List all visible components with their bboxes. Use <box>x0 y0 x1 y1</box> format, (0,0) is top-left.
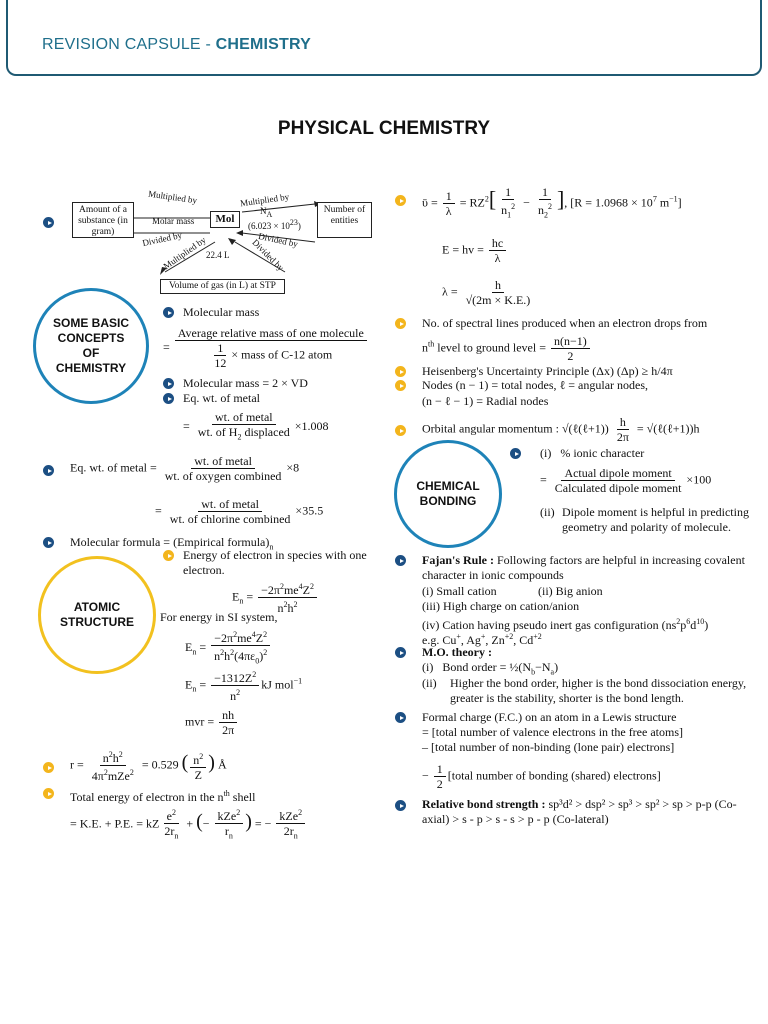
bullet-icon <box>43 217 54 228</box>
text-small-cation: (i) Small cation <box>422 584 497 598</box>
bullet-icon <box>395 380 406 391</box>
bullet-icon <box>395 555 406 566</box>
bullet-icon <box>395 800 406 811</box>
text-energy-electron: Energy of electron in species with one e… <box>183 548 367 577</box>
text-ionic-character: (i) % ionic character <box>540 446 645 460</box>
section-basic-concepts: SOME BASIC CONCEPTS OF CHEMISTRY <box>33 288 149 404</box>
bullet-icon <box>163 307 174 318</box>
text-spectral-lines: No. of spectral lines produced when an e… <box>422 316 708 330</box>
volume-label: 22.4 L <box>206 250 230 260</box>
text-bond-order: (i) Bond order = ½(Nb−Na) <box>422 660 559 677</box>
text-si-system: For energy in SI system, <box>160 610 278 624</box>
text-formal-charge: Formal charge (F.C.) on an atom in a Lew… <box>422 710 677 724</box>
bullet-icon <box>395 647 406 658</box>
bullet-icon <box>395 712 406 723</box>
number-box: Number of entities <box>317 202 372 238</box>
text-radial-nodes: (n − ℓ − 1) = Radial nodes <box>422 394 549 408</box>
header-frame <box>6 0 762 76</box>
formula-spectral-lines: nth level to ground level = n(n−1)2 <box>422 334 592 363</box>
text-molecular-mass-vd: Molecular mass = 2 × VD <box>183 376 308 390</box>
bullet-icon <box>395 366 406 377</box>
text-eq-wt: Eq. wt. of metal <box>183 391 260 405</box>
mole-diagram-arrows <box>120 201 321 275</box>
text-pseudo-inert: (iv) Cation having pseudo inert gas conf… <box>422 617 709 632</box>
text-higher-bond-order: (ii)Higher the bond order, higher is the… <box>422 676 747 705</box>
text-dipole-helpful: (ii)Dipole moment is helpful in predicti… <box>540 505 749 534</box>
text-fajan-rule: Fajan's Rule : Following factors are hel… <box>422 553 745 582</box>
bullet-icon <box>163 550 174 561</box>
gas-box: Volume of gas (in L) at STP <box>160 279 285 294</box>
bullet-icon <box>43 537 54 548</box>
bullet-icon <box>43 465 54 476</box>
text-nodes: Nodes (n − 1) = total nodes, ℓ = angular… <box>422 378 649 392</box>
text-molecular-mass: Molecular mass <box>183 305 260 319</box>
page-title: PHYSICAL CHEMISTRY <box>277 118 491 139</box>
na-label: NA <box>260 206 273 219</box>
bullet-icon <box>395 318 406 329</box>
section-atomic-structure: ATOMIC STRUCTURE <box>38 556 156 674</box>
amount-box: Amount of a substance (in gram) <box>72 202 134 238</box>
na-value: (6.023 × 1023) <box>248 218 301 231</box>
text-nonbinding: – [total number of non-binding (lone pai… <box>422 740 675 754</box>
section-chemical-bonding: CHEMICAL BONDING <box>394 440 502 548</box>
text-valence: = [total number of valence electrons in … <box>422 725 683 739</box>
formula-de-broglie: λ = h√(2m × K.E.) <box>442 278 531 307</box>
molar-mass-label: Molar mass <box>152 216 195 226</box>
bullet-icon <box>43 788 54 799</box>
bullet-icon <box>395 425 406 436</box>
bullet-icon <box>43 762 54 773</box>
text-example-cations: e.g. Cu+, Ag+, Zn+2, Cd+2 <box>422 632 542 647</box>
text-molecular-formula: Molecular formula = (Empirical formula)n <box>70 535 274 552</box>
bullet-icon <box>510 448 521 459</box>
text-relative-bond-strength: Relative bond strength : sp³d² > dsp² > … <box>422 797 737 826</box>
text-mo-theory: M.O. theory : <box>422 645 492 659</box>
text-heisenberg: Heisenberg's Uncertainty Principle (Δx) … <box>422 364 673 378</box>
text-high-charge: (iii) High charge on cation/anion <box>422 599 580 613</box>
text-total-energy: Total energy of electron in the nth shel… <box>70 789 256 804</box>
bullet-icon <box>395 195 406 206</box>
mol-box: Mol <box>210 211 240 228</box>
text-big-anion: (ii) Big anion <box>538 584 603 598</box>
header-title: REVISION CAPSULE - CHEMISTRY <box>42 36 312 53</box>
bullet-icon <box>163 378 174 389</box>
bullet-icon <box>163 393 174 404</box>
